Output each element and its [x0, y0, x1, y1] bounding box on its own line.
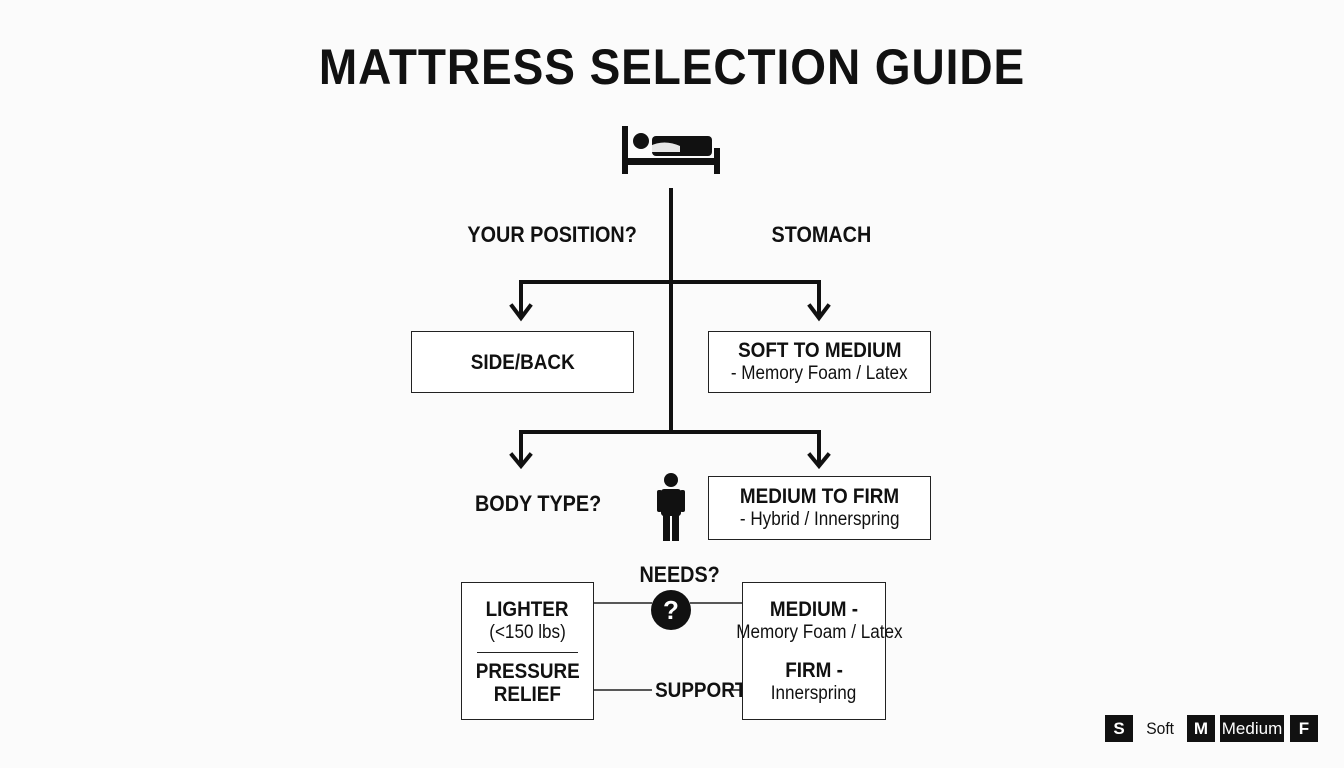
legend-key-soft: S	[1105, 715, 1133, 742]
side-back-title: SIDE/BACK	[470, 350, 575, 374]
firm-dash-title: FIRM -	[785, 659, 843, 682]
arrow-head	[509, 452, 533, 470]
bed-icon	[620, 124, 722, 176]
position-question: YOUR POSITION?	[467, 222, 637, 247]
arrow-head	[807, 303, 831, 322]
medium-to-firm-sub: - Hybrid / Innerspring	[739, 509, 900, 530]
pressure-relief-line2: RELIEF	[493, 683, 562, 706]
stomach-label: STOMACH	[771, 222, 872, 247]
arrow-head	[509, 303, 533, 322]
medium-dash-title: MEDIUM -	[769, 598, 859, 621]
question-mark-icon: ?	[651, 590, 691, 630]
medium-to-firm-box: MEDIUM TO FIRM - Hybrid / Innerspring	[708, 476, 931, 540]
legend-key-medium: M	[1187, 715, 1215, 742]
support-label: SUPPORT	[655, 679, 747, 702]
arrow-head	[807, 452, 831, 470]
lighter-title: LIGHTER	[486, 598, 569, 621]
legend-label-soft: Soft	[1146, 719, 1175, 738]
firm-dash-sub: Innerspring	[771, 683, 857, 704]
needs-question: NEEDS?	[639, 562, 720, 587]
medium-dash-sub: Memory Foam / Latex	[735, 622, 903, 643]
medium-to-firm-title: MEDIUM TO FIRM	[739, 485, 900, 508]
soft-to-medium-title: SOFT TO MEDIUM	[737, 339, 902, 362]
soft-to-medium-box: SOFT TO MEDIUM - Memory Foam / Latex	[708, 331, 931, 393]
medium-firm-box: MEDIUM - Memory Foam / Latex FIRM - Inne…	[736, 582, 902, 720]
body-type-question: BODY TYPE?	[475, 491, 602, 516]
lighter-divider	[477, 652, 578, 653]
page-title: MATTRESS SELECTION GUIDE	[318, 39, 1026, 95]
lighter-box: LIGHTER (<150 lbs) PRESSURE RELIEF	[461, 582, 594, 720]
person-icon	[656, 472, 686, 542]
side-back-box: SIDE/BACK	[411, 331, 634, 393]
legend-label-medium: Medium	[1220, 715, 1284, 742]
pressure-relief-line1: PRESSURE	[475, 660, 580, 683]
legend-key-firm: F	[1290, 715, 1318, 742]
question-mark-glyph: ?	[663, 594, 679, 625]
lighter-weight: (<150 lbs)	[489, 622, 566, 643]
soft-to-medium-sub: - Memory Foam / Latex	[731, 363, 908, 384]
